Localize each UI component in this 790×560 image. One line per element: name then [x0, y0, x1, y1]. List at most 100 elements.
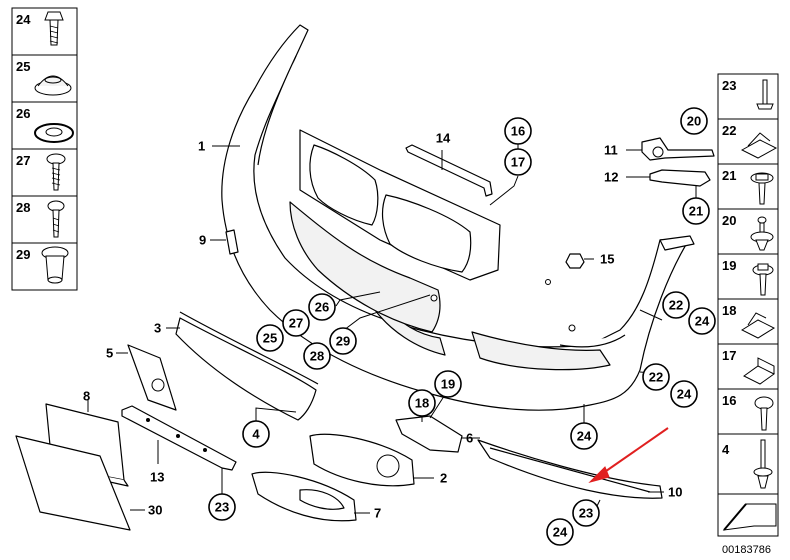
part-3-lower-grille[interactable] [175, 311, 319, 421]
rivet-icon [756, 79, 774, 110]
svg-text:28: 28 [310, 349, 324, 364]
part-6-fog-cover[interactable] [395, 415, 463, 453]
tile-17-square-clip[interactable]: 17 [717, 343, 779, 390]
label-2: 2 [440, 471, 447, 486]
tile-25-grommet[interactable]: 25 [11, 54, 78, 103]
washer-icon [34, 123, 74, 143]
callout-28[interactable]: 28 [303, 342, 331, 370]
tile-21-flange-screw[interactable]: 21 [717, 163, 779, 210]
callout-27[interactable]: 27 [282, 309, 310, 337]
tile-26-washer[interactable]: 26 [11, 101, 78, 150]
svg-text:18: 18 [415, 396, 429, 411]
callout-24-upper[interactable]: 24 [688, 307, 716, 335]
callout-26[interactable]: 26 [308, 293, 336, 321]
tile-29-spacer[interactable]: 29 [11, 242, 78, 291]
callout-20[interactable]: 20 [680, 107, 708, 135]
part-7-frame[interactable] [251, 471, 357, 522]
kidney-grille-opening [309, 144, 472, 273]
tile-number: 23 [722, 78, 736, 93]
tile-number: 21 [722, 168, 736, 183]
tile-23-rivet[interactable]: 23 [717, 73, 779, 120]
tile-4-expanding-rivet[interactable]: 4 [717, 433, 779, 495]
bumper-cover[interactable] [221, 24, 695, 411]
tile-18-clip-nut[interactable]: 18 [717, 298, 779, 345]
tile-number: 17 [722, 348, 736, 363]
svg-text:4: 4 [252, 427, 260, 442]
callout-22-upper[interactable]: 22 [662, 291, 690, 319]
svg-text:29: 29 [336, 334, 350, 349]
label-1: 1 [198, 139, 205, 154]
tile-27-screw[interactable]: 27 [11, 148, 78, 197]
part-2-fog-grille[interactable] [309, 433, 415, 487]
svg-text:17: 17 [511, 155, 525, 170]
tile-22-spring-nut[interactable]: 22 [717, 118, 779, 165]
bolt-icon [47, 200, 65, 238]
part-13-trim-strip[interactable] [121, 405, 237, 471]
label-12: 12 [604, 170, 618, 185]
callout-22-lower[interactable]: 22 [642, 363, 670, 391]
callout-17[interactable]: 17 [504, 148, 532, 176]
tile-16-torx-screw[interactable]: 16 [717, 388, 779, 435]
tile-number: 25 [16, 59, 30, 74]
clip-nut-icon [44, 11, 64, 46]
svg-text:24: 24 [553, 525, 568, 540]
callout-24-lower[interactable]: 24 [670, 380, 698, 408]
callout-18[interactable]: 18 [408, 389, 436, 417]
callout-24-center[interactable]: 24 [570, 422, 598, 450]
callout-24-bottom[interactable]: 24 [546, 518, 574, 546]
grommet-icon [34, 75, 72, 96]
tile-28-bolt[interactable]: 28 [11, 195, 78, 244]
callout-4[interactable]: 4 [242, 420, 270, 448]
part-10-air-duct[interactable] [477, 439, 663, 499]
svg-text:27: 27 [289, 316, 303, 331]
square-clip-icon [743, 357, 775, 385]
svg-text:26: 26 [315, 300, 329, 315]
spacer-icon [41, 246, 69, 284]
part-14-trim-strip[interactable] [405, 144, 493, 197]
label-30: 30 [148, 503, 162, 518]
spring-nut-icon [740, 132, 778, 159]
svg-text:24: 24 [695, 314, 710, 329]
tile-20-expanding-rivet[interactable]: 20 [717, 208, 779, 255]
label-10: 10 [668, 485, 682, 500]
callout-23-right[interactable]: 23 [572, 499, 600, 527]
callout-16[interactable]: 16 [504, 117, 532, 145]
expanding-rivet-icon [753, 439, 773, 489]
svg-text:16: 16 [511, 124, 525, 139]
part-11-bracket[interactable] [641, 137, 715, 161]
label-15: 15 [600, 252, 614, 267]
callout-19[interactable]: 19 [434, 370, 462, 398]
label-11: 11 [604, 143, 618, 158]
drawing-number: 00183786 [722, 544, 771, 556]
callout-23-left[interactable]: 23 [208, 493, 236, 521]
callout-21[interactable]: 21 [682, 197, 710, 225]
callout-25[interactable]: 25 [256, 324, 284, 352]
callout-14[interactable]: 14 [436, 131, 451, 146]
part-12-bracket[interactable] [649, 169, 711, 187]
label-6: 6 [466, 431, 473, 446]
tile-19-hex-screw[interactable]: 19 [717, 253, 779, 300]
svg-text:23: 23 [579, 506, 593, 521]
tile-spacer-icon [717, 493, 779, 537]
label-3: 3 [154, 321, 161, 336]
label-13: 13 [150, 470, 164, 485]
tile-24-clip-nut[interactable]: 24 [11, 7, 78, 56]
svg-text:20: 20 [687, 114, 701, 129]
tile-number: 24 [16, 12, 31, 27]
callout-29[interactable]: 29 [329, 327, 357, 355]
svg-text:22: 22 [649, 370, 663, 385]
part-15-clip[interactable] [565, 253, 585, 269]
tile-number: 22 [722, 123, 736, 138]
callouts: 14 16 17 20 21 22 24 22 24 24 26 27 25 2… [208, 107, 716, 546]
part-30-lattice-carrier[interactable] [15, 435, 131, 531]
svg-text:25: 25 [263, 331, 277, 346]
part-9-cap[interactable] [225, 229, 239, 255]
tile-number: 19 [722, 258, 736, 273]
label-9: 9 [199, 233, 206, 248]
flange-screw-icon [750, 172, 774, 205]
tile-number: 28 [16, 200, 30, 215]
part-5-side-grille[interactable] [127, 344, 177, 411]
label-7: 7 [374, 506, 381, 521]
svg-text:22: 22 [669, 298, 683, 313]
